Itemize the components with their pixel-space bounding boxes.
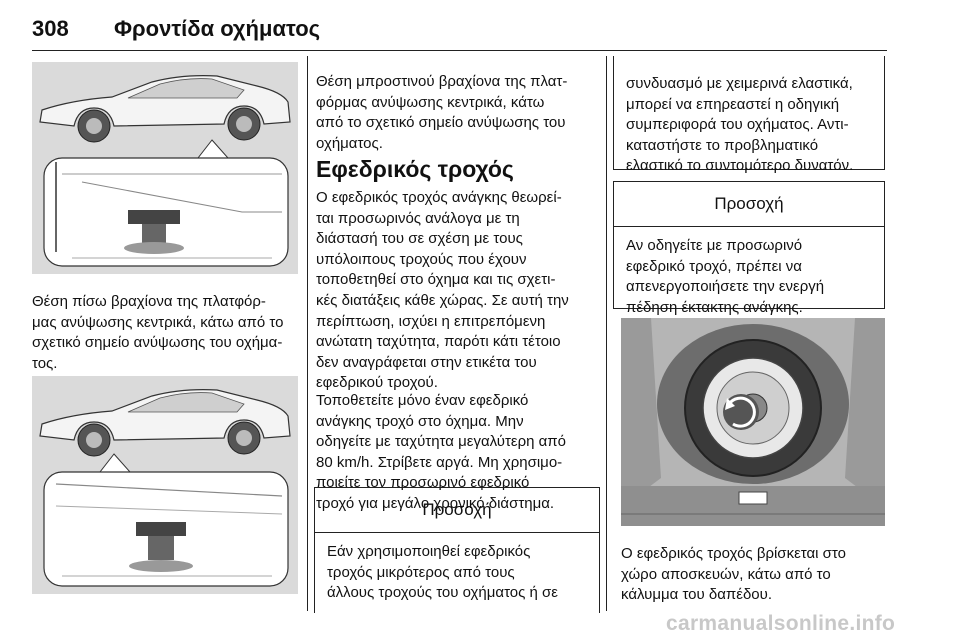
spare-wheel-caption: Ο εφεδρικός τροχός βρίσκεται στο χώρο απ… xyxy=(621,544,885,606)
text-line: τροχό για μεγάλο χρονικό διάστημα. xyxy=(316,494,555,512)
caption-line: από το σχετικό σημείο ανύψωσης του xyxy=(316,114,566,132)
caption-line: σχετικό σημείο ανύψωσης του οχήμα- xyxy=(32,334,283,352)
warning-line: συνδυασμό με χειμερινά ελαστικά, xyxy=(626,75,853,92)
page-number: 308 xyxy=(32,16,69,41)
text-line: οδηγείτε με ταχύτητα μεγαλύτερη από xyxy=(316,433,566,451)
text-line: υπόλοιπους τροχούς που έχουν xyxy=(316,250,527,268)
page-header: 308 Φροντίδα οχήματος xyxy=(32,4,887,51)
text-line: διάστασή του σε σχέση με τους xyxy=(316,230,523,248)
rear-jack-figure xyxy=(32,62,298,274)
spare-wheel-trunk-figure xyxy=(621,318,885,526)
warning-line: ελαστικό το συντομότερο δυνατόν. xyxy=(626,157,854,175)
front-jack-caption: Θέση μπροστινού βραχίονα της πλατ- φόρμα… xyxy=(316,72,598,154)
column-divider-1 xyxy=(307,56,308,611)
caption-line: Ο εφεδρικός τροχός βρίσκεται στο xyxy=(621,545,846,562)
warning-line: απενεργοποιήσετε την ενεργή xyxy=(626,278,825,296)
warning-line: εφεδρικό τροχό, πρέπει να xyxy=(626,257,802,275)
text-line: περίπτωση, ισχύει η επιτρεπόμενη xyxy=(316,312,546,330)
caption-line: μας ανύψωσης κεντρικά, κάτω από το xyxy=(32,313,284,331)
watermark: carmanualsonline.info xyxy=(666,612,896,635)
caption-line: Θέση μπροστινού βραχίονα της πλατ- xyxy=(316,73,568,90)
caption-line: χώρο αποσκευών, κάτω από το xyxy=(621,565,831,583)
warning-box-1: Προσοχή Εάν χρησιμοποιηθεί εφεδρικός τρο… xyxy=(314,487,600,613)
text-line: Τοποθετείτε μόνο έναν εφεδρικό xyxy=(316,392,529,409)
text-line: ανώτατη ταχύτητα, παρότι κάτι τέτοιο xyxy=(316,333,561,351)
warning-body: Αν οδηγείτε με προσωρινό εφεδρικό τροχό,… xyxy=(614,227,884,318)
warning-title: Προσοχή xyxy=(614,182,884,227)
text-line: δεν αναγράφεται στην ετικέτα του xyxy=(316,353,537,371)
warning-line: άλλους τροχούς του οχήματος ή σε xyxy=(327,584,558,602)
warning-continued-body: συνδυασμό με χειμερινά ελαστικά, μπορεί … xyxy=(614,56,884,177)
section-heading: Εφεδρικός τροχός xyxy=(316,156,514,182)
text-line: 80 km/h. Στρίβετε αργά. Μη χρησιμο- xyxy=(316,453,563,471)
chapter-title: Φροντίδα οχήματος xyxy=(114,16,321,41)
warning-line: Αν οδηγείτε με προσωρινό xyxy=(626,237,803,254)
caption-line: κάλυμμα του δαπέδου. xyxy=(621,586,773,604)
caption-line: τος. xyxy=(32,354,58,372)
warning-line: καταστήστε το προβληματικό xyxy=(626,136,819,154)
text-line: ται προσωρινός ανάλογα με τη xyxy=(316,209,520,227)
front-jack-figure xyxy=(32,376,298,594)
warning-line: τροχός μικρότερος από τους xyxy=(327,563,515,581)
caption-line: Θέση πίσω βραχίονα της πλατφόρ- xyxy=(32,293,266,310)
column-divider-2 xyxy=(606,56,607,611)
warning-title: Προσοχή xyxy=(315,488,599,533)
warning-body: Εάν χρησιμοποιηθεί εφεδρικός τροχός μικρ… xyxy=(315,533,599,604)
caption-line: οχήματος. xyxy=(316,134,383,152)
warning-box-2: Προσοχή Αν οδηγείτε με προσωρινό εφεδρικ… xyxy=(613,181,885,316)
warning-line: συμπεριφορά του οχήματος. Αντι- xyxy=(626,116,849,134)
text-line: Ο εφεδρικός τροχός ανάγκης θεωρεί- xyxy=(316,189,562,206)
spare-wheel-paragraph-1: Ο εφεδρικός τροχός ανάγκης θεωρεί- ται π… xyxy=(316,188,598,394)
caption-line: φόρμας ανύψωσης κεντρικά, κάτω xyxy=(316,93,545,111)
warning-line: Εάν χρησιμοποιηθεί εφεδρικός xyxy=(327,543,531,560)
rear-jack-caption: Θέση πίσω βραχίονα της πλατφόρ- μας ανύψ… xyxy=(32,292,302,374)
text-line: κές διατάξεις κάθε χώρας. Σε αυτή την xyxy=(316,291,569,309)
warning-box-1-continued: συνδυασμό με χειμερινά ελαστικά, μπορεί … xyxy=(613,56,885,174)
text-line: εφεδρικού τροχού. xyxy=(316,374,438,392)
spare-wheel-paragraph-2: Τοποθετείτε μόνο έναν εφεδρικό ανάγκης τ… xyxy=(316,391,598,515)
text-line: τοποθετηθεί στο όχημα και τις σχετι- xyxy=(316,271,556,289)
warning-line: πέδηση έκτακτης ανάγκης. xyxy=(626,298,803,316)
warning-line: μπορεί να επηρεαστεί η οδηγική xyxy=(626,95,840,113)
text-line: ανάγκης τροχό στο όχημα. Μην xyxy=(316,412,524,430)
